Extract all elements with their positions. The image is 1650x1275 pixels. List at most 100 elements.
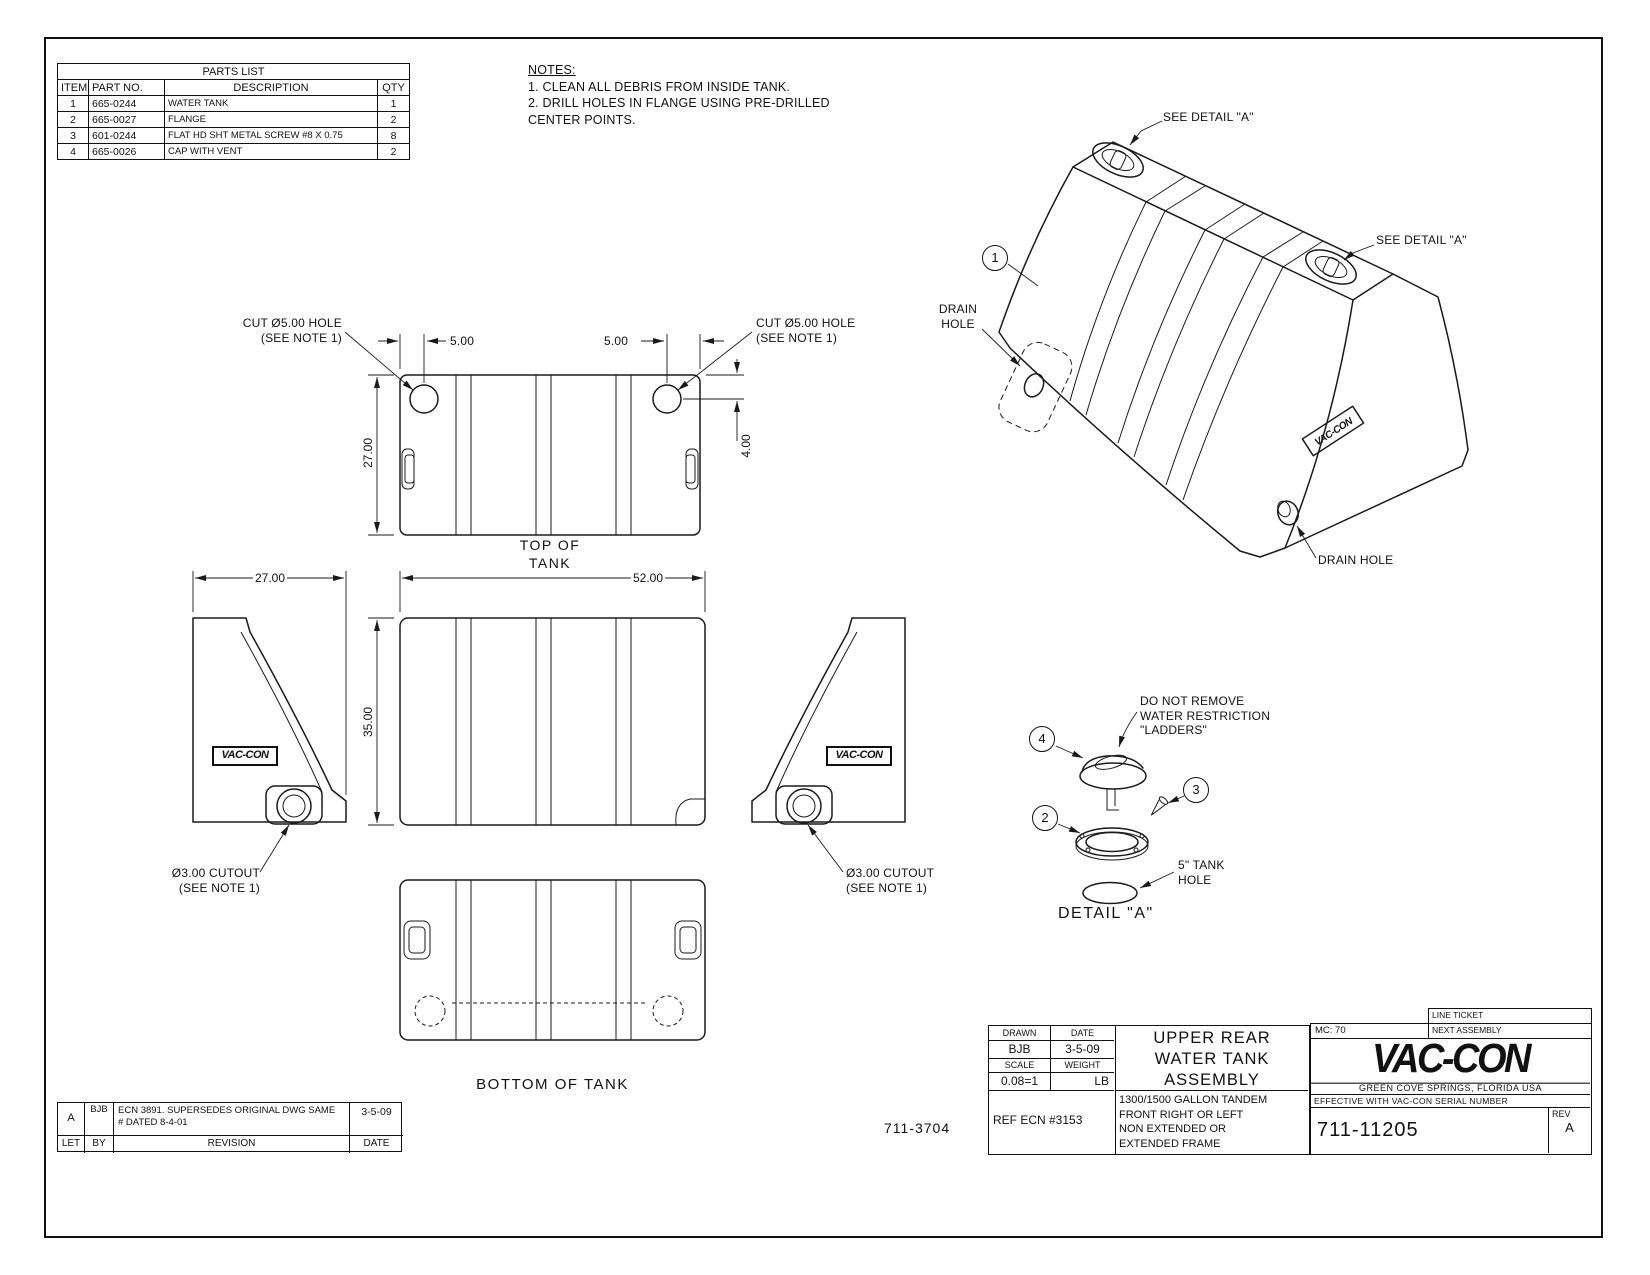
scale-label: SCALE (989, 1059, 1051, 1073)
caption-top-of-tank-1: TOP OF (519, 537, 581, 553)
revision-description: ECN 3891. SUPERSEDES ORIGINAL DWG SAME #… (114, 1103, 350, 1136)
detail-a-flange (1075, 827, 1149, 861)
front-view-linework (368, 617, 706, 826)
bottom-view-linework (399, 879, 706, 1041)
dim-27-side-view: 27.00 (252, 571, 288, 585)
title-block-left-section: DRAWN DATE BJB 3-5-09 SCALE WEIGHT 0.08=… (988, 1025, 1115, 1155)
drawing-number-center: 711-3704 (884, 1120, 951, 1136)
top-view-hole-left (409, 384, 439, 414)
cell-description: FLANGE (164, 111, 378, 128)
label-cut-hole-right: CUT Ø5.00 HOLE (SEE NOTE 1) (756, 316, 856, 345)
iso-cap-left (1092, 142, 1144, 178)
weight-value: LB (1051, 1073, 1114, 1091)
ref-ecn: REF ECN #3153 (993, 1113, 1083, 1127)
dim-4: 4.00 (739, 432, 753, 460)
parts-list-header-partno: PART NO. (88, 79, 165, 96)
notes-title: NOTES: (528, 63, 576, 77)
title-block: DRAWN DATE BJB 3-5-09 SCALE WEIGHT 0.08=… (988, 1008, 1592, 1155)
balloon-item-3: 3 (1183, 777, 1209, 803)
side-left-logo: VAC-CON (212, 746, 278, 766)
title-block-middle-section: UPPER REAR WATER TANK ASSEMBLY 1300/1500… (1115, 1025, 1310, 1155)
parts-list-row: 2 665-0027 FLANGE 2 (57, 111, 411, 128)
cell-item: 1 (57, 95, 89, 112)
parts-list-row: 4 665-0026 CAP WITH VENT 2 (57, 143, 411, 160)
rev-label: REV (1552, 1109, 1571, 1119)
dim-5-right: 5.00 (604, 334, 629, 348)
parts-list-title: PARTS LIST (56, 63, 411, 80)
cell-item: 2 (57, 111, 89, 128)
caption-detail-a: DETAIL "A" (1058, 905, 1154, 922)
top-view-linework (344, 331, 753, 536)
balloon-item-2: 2 (1032, 805, 1058, 831)
cell-partno: 665-0244 (88, 95, 165, 112)
balloon-item-4: 4 (1029, 726, 1055, 752)
cell-description: WATER TANK (164, 95, 378, 112)
detail-a-screw (1150, 796, 1169, 816)
notes-line: 2. DRILL HOLES IN FLANGE USING PRE-DRILL… (528, 96, 830, 110)
dim-52: 52.00 (630, 571, 666, 585)
revision-date-value: 3-5-09 (350, 1103, 403, 1136)
cell-item: 4 (57, 143, 89, 160)
title-block-right-section: VAC-CON GREEN COVE SPRINGS, FLORIDA USA … (1310, 1037, 1592, 1155)
parts-list-table: PARTS LIST ITEM PART NO. DESCRIPTION QTY… (56, 63, 411, 160)
side-right-logo: VAC-CON (826, 746, 892, 766)
revision-let-value: A (58, 1103, 85, 1136)
cell-partno: 665-0027 (88, 111, 165, 128)
effective-serial-note: EFFECTIVE WITH VAC-CON SERIAL NUMBER (1311, 1095, 1590, 1108)
parts-list-row: 1 665-0244 WATER TANK 1 (57, 95, 411, 112)
sheet-border (44, 37, 1603, 1238)
bottom-view-drain-right (652, 995, 684, 1027)
label-drain-hole-upper: DRAIN HOLE (938, 302, 978, 331)
detail-a-linework (1055, 711, 1185, 905)
top-view-hole-right (652, 384, 682, 414)
cell-qty: 1 (376, 95, 411, 112)
label-drain-hole-lower: DRAIN HOLE (1318, 553, 1394, 567)
iso-logo-plate: VAC-CON (1301, 405, 1365, 457)
drawing-subtitle: 1300/1500 GALLON TANDEM FRONT RIGHT OR L… (1119, 1094, 1268, 1150)
detail-a-tank-hole (1082, 881, 1138, 905)
label-tank-hole: 5" TANK HOLE (1178, 858, 1225, 887)
parts-list-header-item: ITEM (57, 79, 89, 96)
caption-bottom-of-tank: BOTTOM OF TANK (476, 1076, 629, 1093)
line-ticket-box: LINE TICKET (1428, 1008, 1592, 1024)
cell-partno: 601-0244 (88, 127, 165, 144)
notes-line: CENTER POINTS. (528, 112, 636, 127)
iso-drain-hole-left (998, 341, 1073, 433)
cell-item: 3 (57, 127, 89, 144)
label-cutout-left: Ø3.00 CUTOUT (SEE NOTE 1) (171, 866, 260, 895)
vac-con-logo: VAC-CON (1311, 1037, 1590, 1084)
parts-list-row: 3 601-0244 FLAT HD SHT METAL SCREW #8 X … (57, 127, 411, 144)
date-label: DATE (1051, 1026, 1114, 1041)
label-do-not-remove: DO NOT REMOVE WATER RESTRICTION "LADDERS… (1140, 694, 1271, 738)
drawn-value: BJB (989, 1041, 1051, 1059)
label-see-detail-a-top: SEE DETAIL "A" (1163, 110, 1254, 124)
drawn-label: DRAWN (989, 1026, 1051, 1041)
cell-qty: 2 (376, 143, 411, 160)
weight-label: WEIGHT (1051, 1059, 1114, 1073)
cell-description: FLAT HD SHT METAL SCREW #8 X 0.75 (164, 127, 378, 144)
company-location: GREEN COVE SPRINGS, FLORIDA USA (1311, 1082, 1590, 1095)
parts-list-header-row: ITEM PART NO. DESCRIPTION QTY (57, 79, 411, 96)
revision-header-let: LET (58, 1136, 85, 1153)
date-value: 3-5-09 (1051, 1041, 1114, 1059)
rev-box: REV A (1549, 1108, 1590, 1153)
parts-list-header-description: DESCRIPTION (164, 79, 378, 96)
dim-5-left: 5.00 (450, 334, 475, 348)
bottom-view-drain-left (414, 995, 446, 1027)
revision-by-value: BJB (85, 1103, 114, 1136)
drawing-number: 711-11205 (1311, 1108, 1549, 1153)
cell-qty: 8 (376, 127, 411, 144)
label-cut-hole-left: CUT Ø5.00 HOLE (SEE NOTE 1) (242, 316, 342, 345)
revision-block: A BJB ECN 3891. SUPERSEDES ORIGINAL DWG … (57, 1102, 403, 1153)
cell-partno: 665-0026 (88, 143, 165, 160)
parts-list-header-qty: QTY (376, 79, 411, 96)
cell-qty: 2 (376, 111, 411, 128)
revision-header-date: DATE (363, 1138, 390, 1149)
revision-header-by: BY (85, 1136, 114, 1153)
iso-drain-hole-right (1276, 500, 1300, 526)
side-view-left-linework (192, 571, 347, 873)
dim-27-top-view: 27.00 (361, 435, 375, 471)
dim-35: 35.00 (361, 704, 375, 740)
iso-view-linework: VAC-CON (981, 120, 1469, 559)
